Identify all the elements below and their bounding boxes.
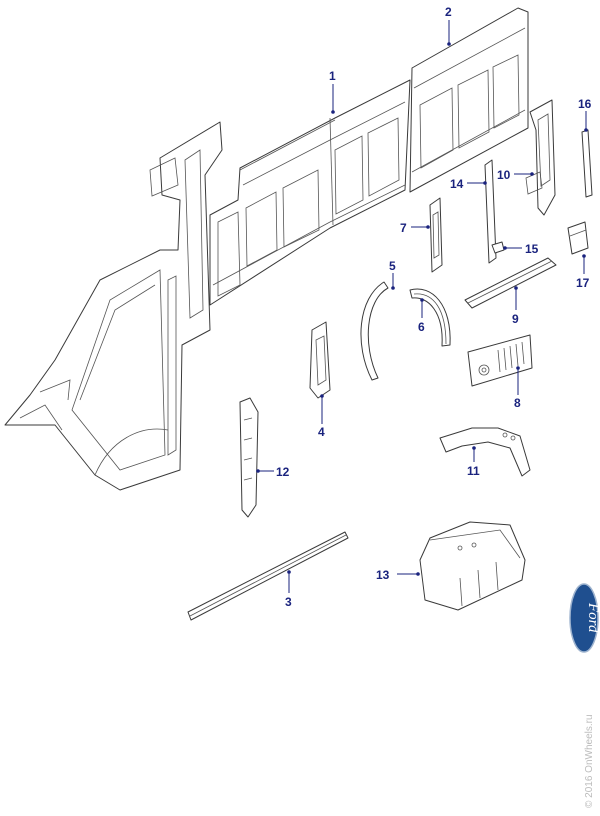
part-14-reinforcement bbox=[484, 159, 497, 264]
callout-leaders bbox=[256, 20, 588, 593]
part-11-arch-bracket bbox=[439, 427, 531, 477]
part-15-clip bbox=[491, 241, 505, 254]
part-5-wheel-arch-outer bbox=[360, 281, 389, 381]
callout-17: 17 bbox=[576, 276, 590, 290]
callout-labels: 1 2 3 4 5 6 7 8 9 10 11 12 13 14 15 16 1… bbox=[276, 5, 592, 609]
callout-14: 14 bbox=[450, 177, 464, 191]
part-8-vent-plate bbox=[467, 334, 533, 387]
callout-5: 5 bbox=[389, 259, 396, 273]
callout-8: 8 bbox=[514, 396, 521, 410]
ford-logo: Ford bbox=[569, 583, 600, 653]
svg-text:Ford: Ford bbox=[585, 602, 600, 633]
part-10-bracket bbox=[525, 99, 556, 216]
callout-3: 3 bbox=[285, 595, 292, 609]
part-13-wheelhouse-tub bbox=[419, 521, 526, 611]
part-3-sill-strip bbox=[187, 531, 349, 621]
part-9-rail bbox=[464, 257, 557, 309]
callout-7: 7 bbox=[400, 221, 407, 235]
part-2-side-panel-rear bbox=[409, 7, 529, 193]
callout-11: 11 bbox=[467, 464, 480, 478]
part-16-strip bbox=[581, 129, 593, 198]
callout-15: 15 bbox=[525, 242, 539, 256]
callout-13: 13 bbox=[376, 568, 390, 582]
cab-body-side-frame bbox=[4, 121, 223, 491]
callout-12: 12 bbox=[276, 465, 290, 479]
callout-6: 6 bbox=[418, 320, 425, 334]
part-4-pillar-bracket bbox=[309, 321, 331, 399]
part-7-pillar-insert bbox=[429, 197, 443, 273]
part-1-side-panel-front bbox=[209, 79, 411, 306]
part-17-block bbox=[567, 221, 589, 255]
callout-4: 4 bbox=[318, 425, 325, 439]
callout-9: 9 bbox=[512, 312, 519, 326]
part-12-pillar-panel bbox=[239, 397, 259, 518]
callout-10: 10 bbox=[497, 168, 511, 182]
callout-1: 1 bbox=[329, 69, 336, 83]
callout-2: 2 bbox=[445, 5, 452, 19]
watermark: © 2016 OnWheels.ru bbox=[584, 714, 595, 808]
callout-16: 16 bbox=[578, 97, 592, 111]
part-6-wheel-arch-inner bbox=[409, 288, 451, 347]
